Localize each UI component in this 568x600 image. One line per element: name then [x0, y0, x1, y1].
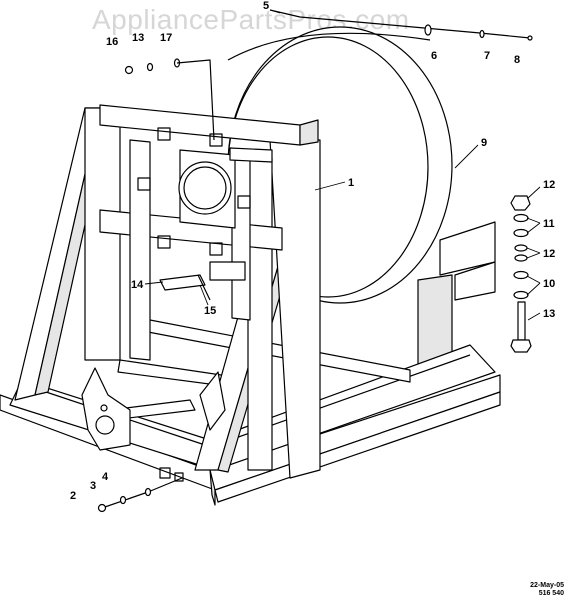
leader-lines: [144, 9, 541, 321]
right-gusset: [199, 371, 226, 431]
left-gusset: [81, 367, 131, 451]
hardware-stack: [510, 195, 532, 353]
callout-16: 16: [106, 36, 118, 48]
callout-1: 1: [348, 177, 354, 189]
callout-15: 15: [204, 305, 216, 317]
side-bracket: [417, 221, 496, 366]
top-right-hardware: [269, 9, 533, 41]
stamp-code: 516 540: [538, 590, 564, 597]
top-crossmember: [99, 104, 319, 147]
callout-17: 17: [160, 32, 172, 44]
callout-4: 4: [102, 471, 109, 483]
callout-13-left: 13: [132, 32, 144, 44]
callout-3: 3: [90, 480, 96, 492]
callout-7: 7: [484, 50, 490, 62]
callout-6: 6: [431, 50, 437, 62]
top-left-hardware: [124, 58, 215, 141]
callout-9: 9: [481, 137, 487, 149]
callout-13-right: 13: [543, 308, 555, 320]
callout-10: 10: [543, 278, 555, 290]
lower-bracket: [159, 261, 246, 301]
callout-12-lower: 12: [543, 248, 555, 260]
bottom-left-hardware: [97, 477, 183, 513]
callout-14: 14: [131, 279, 144, 291]
callout-12-top: 12: [543, 179, 555, 191]
drawing-stamp: 22-May-05 516 540: [530, 582, 564, 598]
left-frame-leg: [14, 107, 121, 401]
callout-11: 11: [543, 218, 555, 230]
callout-8: 8: [514, 54, 520, 66]
callout-2: 2: [70, 490, 76, 502]
front-bolt-bracket: [159, 467, 184, 482]
callout-5: 5: [263, 0, 269, 12]
callout-labels: 1 2 3 4 5 6 7 8 9 10 11 12 12 13 14 15 1…: [70, 0, 555, 502]
stamp-date: 22-May-05: [530, 582, 564, 589]
mount-plate: [178, 147, 273, 229]
